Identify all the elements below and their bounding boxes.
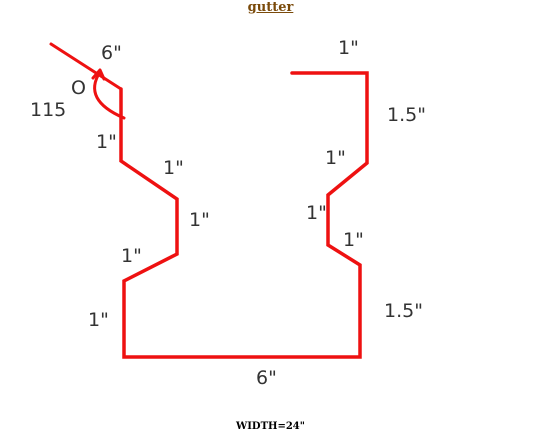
left-hem-line — [49, 42, 123, 91]
label-angle: 115 — [30, 99, 66, 121]
label-left-seg5: 1" — [88, 309, 109, 331]
label-bottom: 6" — [256, 367, 277, 389]
label-left-seg4: 1" — [121, 245, 142, 267]
label-left-seg1: 1" — [96, 131, 117, 153]
label-right-seg4: 1" — [343, 229, 364, 251]
label-left-top: 6" — [101, 42, 122, 64]
label-right-seg3: 1" — [306, 202, 327, 224]
label-right-seg2: 1" — [325, 147, 346, 169]
label-right-seg1: 1.5" — [387, 104, 426, 126]
label-left-seg2: 1" — [163, 157, 184, 179]
width-note: WIDTH=24" — [236, 421, 305, 432]
label-angle-zero: O — [71, 77, 86, 99]
angle-arc — [93, 70, 126, 120]
gutter-title-link[interactable]: gutter — [247, 0, 294, 15]
gutter-profile-line — [119, 71, 369, 359]
label-left-seg3: 1" — [189, 209, 210, 231]
label-right-top: 1" — [338, 37, 359, 59]
angle-arrow-head — [91, 68, 106, 81]
label-right-seg5: 1.5" — [384, 300, 423, 322]
